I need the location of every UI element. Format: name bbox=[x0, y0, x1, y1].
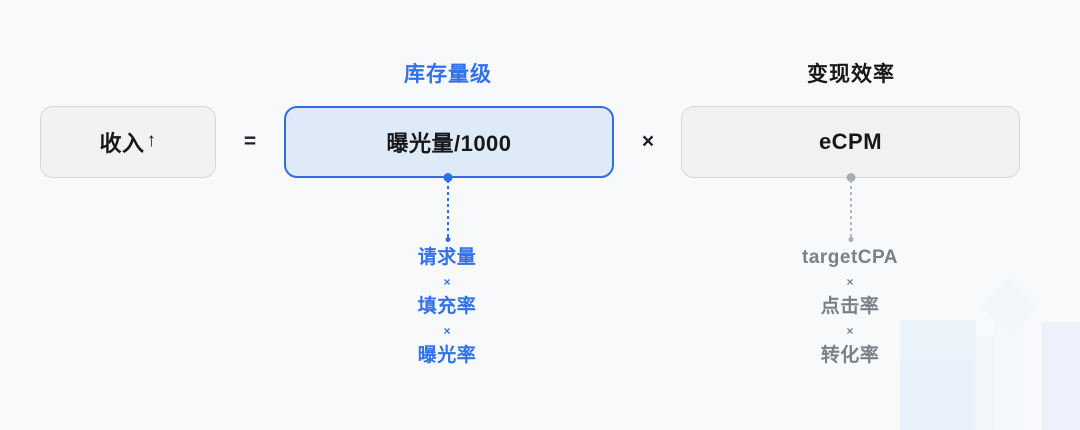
impressions-label: 曝光量/1000 bbox=[386, 131, 512, 156]
skyline-watermark-shape bbox=[980, 277, 1038, 335]
revenue-label: 收入 bbox=[99, 131, 145, 156]
breakdown-term: targetCPA bbox=[802, 247, 898, 268]
breakdown-operator: × bbox=[846, 275, 854, 289]
impressions-box: 曝光量/1000 bbox=[284, 106, 614, 178]
connector-dot-bottom-icon bbox=[848, 237, 854, 242]
connector-inventory bbox=[443, 173, 453, 242]
column-header-inventory: 库存量级 bbox=[404, 63, 492, 86]
breakdown-term: 曝光率 bbox=[417, 345, 477, 366]
skyline-watermark-shape bbox=[900, 320, 976, 430]
skyline-watermark-shape bbox=[994, 300, 1024, 430]
breakdown-term: 填充率 bbox=[417, 296, 477, 317]
skyline-watermark-shape bbox=[900, 360, 972, 430]
breakdown-operator: × bbox=[443, 275, 451, 289]
connector-dot-top-icon bbox=[846, 173, 856, 182]
connector-dot-bottom-icon bbox=[445, 237, 451, 242]
breakdown-term: 请求量 bbox=[417, 247, 477, 268]
connector-dashed-line bbox=[447, 180, 449, 238]
arrow-up-icon: ↑ bbox=[146, 129, 157, 151]
breakdown-inventory: 请求量 × 填充率 × 曝光率 bbox=[418, 248, 477, 365]
breakdown-monetization: targetCPA × 点击率 × 转化率 bbox=[802, 248, 898, 365]
column-header-monetization: 变现效率 bbox=[807, 63, 895, 86]
skyline-watermark-shape bbox=[976, 336, 994, 430]
breakdown-operator: × bbox=[443, 324, 451, 338]
equals-operator: = bbox=[243, 130, 257, 153]
connector-dashed-line bbox=[850, 180, 852, 238]
revenue-box: 收入↑ bbox=[40, 106, 216, 178]
ecpm-label: eCPM bbox=[818, 129, 883, 154]
skyline-watermark-shape bbox=[1042, 322, 1080, 430]
ecpm-box: eCPM bbox=[681, 106, 1020, 178]
connector-monetization bbox=[846, 173, 856, 242]
breakdown-term: 点击率 bbox=[820, 296, 880, 317]
breakdown-term: 转化率 bbox=[820, 345, 880, 366]
connector-dot-top-icon bbox=[443, 173, 453, 182]
breakdown-operator: × bbox=[846, 324, 854, 338]
multiply-operator: × bbox=[641, 130, 655, 153]
